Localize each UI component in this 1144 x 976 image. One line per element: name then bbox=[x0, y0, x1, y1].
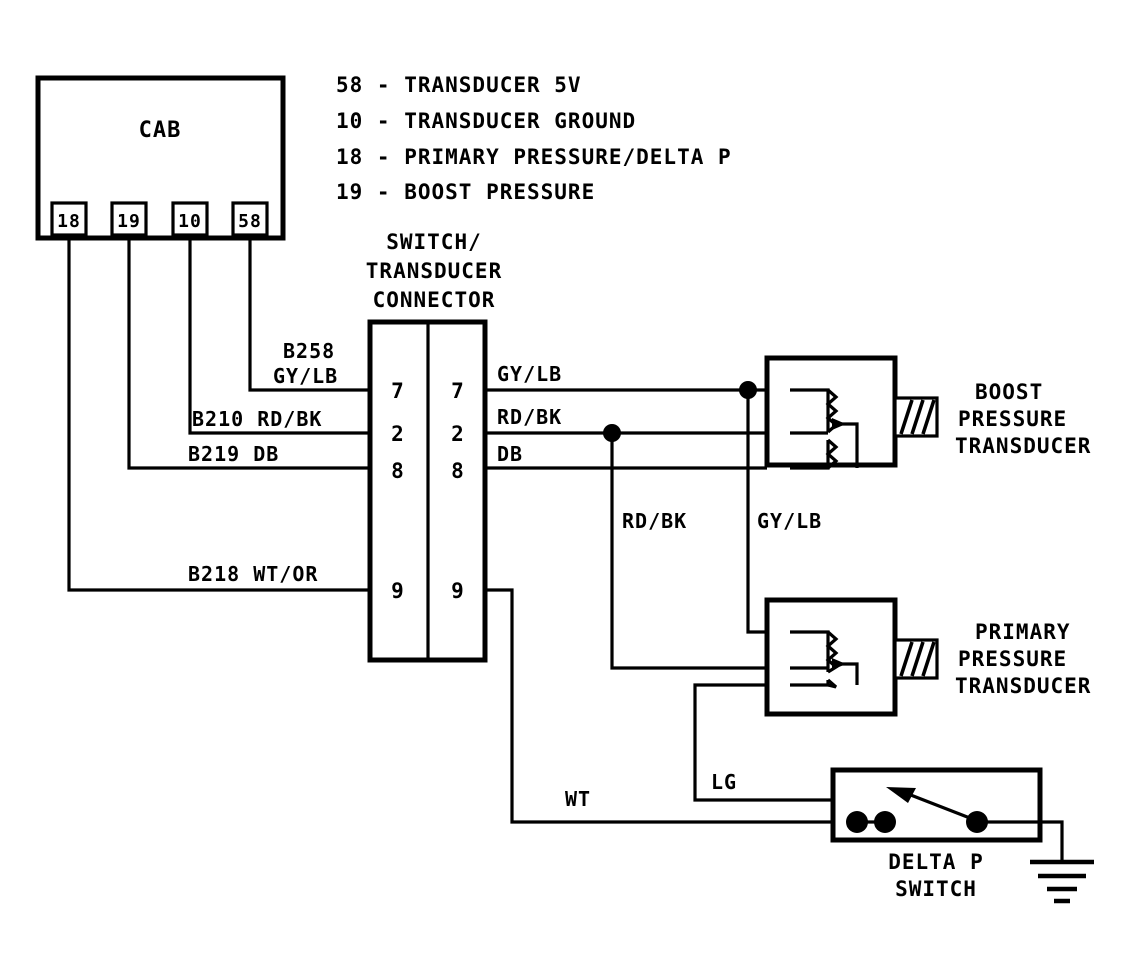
boost-transducer-label-2: PRESSURE bbox=[958, 407, 1067, 431]
wire-label-drop-gylb: GY/LB bbox=[757, 509, 822, 533]
legend-line-4: 19 - BOOST PRESSURE bbox=[336, 180, 595, 204]
cab-pin-label-58: 58 bbox=[238, 211, 262, 232]
delta-p-switch-label-1: DELTA P bbox=[888, 850, 984, 874]
cab-pin-label-10: 10 bbox=[178, 211, 202, 232]
primary-pressure-transducer: PRIMARY PRESSURE TRANSDUCER bbox=[764, 597, 1091, 717]
junction-dot-gylb bbox=[739, 381, 757, 399]
wire-label-b258: B258 bbox=[283, 339, 335, 363]
primary-transducer-label-2: PRESSURE bbox=[958, 647, 1067, 671]
connector-right-pin-7: 7 bbox=[451, 379, 465, 403]
wire-b219-db bbox=[127, 238, 370, 470]
connector-title-line-3: CONNECTOR bbox=[373, 288, 496, 312]
cab-pin-label-18: 18 bbox=[57, 211, 81, 232]
boost-port-hatch-1 bbox=[899, 399, 914, 435]
boost-pressure-transducer: BOOST PRESSURE TRANSDUCER bbox=[764, 355, 1091, 470]
cab-module: CAB 18 19 10 58 bbox=[35, 75, 286, 241]
connector-right-pin-8: 8 bbox=[451, 459, 465, 483]
switch-blade-arrow bbox=[886, 787, 916, 803]
boost-wiper-arrow bbox=[832, 418, 846, 430]
connector-right-pin-2: 2 bbox=[451, 422, 465, 446]
wire-wt-to-switch bbox=[485, 588, 833, 824]
connector-title-line-2: TRANSDUCER bbox=[366, 259, 502, 283]
wire-b258-gylb bbox=[248, 238, 370, 392]
delta-p-switch: DELTA P SWITCH bbox=[830, 767, 1064, 901]
legend-line-1: 58 - TRANSDUCER 5V bbox=[336, 73, 582, 97]
boost-transducer-label-1: BOOST bbox=[975, 380, 1043, 404]
wire-label-rdbk-out: RD/BK bbox=[497, 405, 562, 429]
legend-line-2: 10 - TRANSDUCER GROUND bbox=[336, 109, 636, 133]
wire-label-b218: B218 WT/OR bbox=[188, 562, 318, 586]
cab-label: CAB bbox=[139, 118, 182, 143]
legend-line-3: 18 - PRIMARY PRESSURE/DELTA P bbox=[336, 145, 732, 169]
ground-symbol bbox=[1030, 859, 1094, 904]
connector-left-pin-9: 9 bbox=[391, 579, 405, 603]
connector-left-pin-2: 2 bbox=[391, 422, 405, 446]
wire-drop-gylb bbox=[746, 390, 767, 634]
connector-right-pin-9: 9 bbox=[451, 579, 465, 603]
cab-pin-cell-58 bbox=[231, 201, 269, 237]
boost-resistor-zigzag-lower bbox=[825, 438, 839, 470]
cab-pin-cell-18 bbox=[50, 201, 88, 237]
cab-pin-label-19: 19 bbox=[117, 211, 141, 232]
boost-port-hatch-3 bbox=[921, 399, 936, 435]
primary-transducer-label-3: TRANSDUCER bbox=[955, 674, 1091, 698]
wire-label-db-out: DB bbox=[497, 442, 523, 466]
wire-switch-to-ground bbox=[977, 820, 1064, 862]
primary-port-hatch-2 bbox=[910, 641, 925, 677]
legend-block: 58 - TRANSDUCER 5V 10 - TRANSDUCER GROUN… bbox=[336, 73, 732, 204]
connector-left-pin-7: 7 bbox=[391, 379, 405, 403]
junction-dot-rdbk bbox=[603, 424, 621, 442]
cab-pin-cell-10 bbox=[171, 201, 209, 237]
cab-pin-cell-19 bbox=[110, 201, 148, 237]
wire-label-b210: B210 RD/BK bbox=[192, 407, 322, 431]
wire-label-lg: LG bbox=[711, 770, 737, 794]
delta-p-switch-label-2: SWITCH bbox=[895, 877, 977, 901]
wire-label-b219: B219 DB bbox=[188, 442, 279, 466]
switch-blade bbox=[902, 790, 976, 822]
wire-drop-rdbk bbox=[610, 433, 767, 670]
boost-transducer-label-3: TRANSDUCER bbox=[955, 434, 1091, 458]
switch-contact-2 bbox=[874, 811, 896, 833]
switch-transducer-connector: SWITCH/ TRANSDUCER CONNECTOR 7 2 8 9 7 2… bbox=[366, 230, 502, 663]
boost-port-hatch-2 bbox=[910, 399, 925, 435]
primary-resistor-zigzag-lower bbox=[826, 678, 838, 689]
primary-port-hatch-3 bbox=[921, 641, 936, 677]
primary-transducer-label-1: PRIMARY bbox=[975, 620, 1071, 644]
wire-b210-rdbk bbox=[188, 238, 370, 435]
wire-b218-wtor bbox=[67, 238, 370, 592]
wire-label-gylb-out: GY/LB bbox=[497, 362, 562, 386]
primary-wiper-arrow bbox=[832, 658, 846, 670]
primary-port-hatch-1 bbox=[899, 641, 914, 677]
connector-title-line-1: SWITCH/ bbox=[386, 230, 482, 254]
connector-left-pin-8: 8 bbox=[391, 459, 405, 483]
wire-label-drop-rdbk: RD/BK bbox=[622, 509, 687, 533]
switch-contact-1 bbox=[846, 811, 868, 833]
wire-label-gylb-cab: GY/LB bbox=[273, 364, 338, 388]
wire-label-wt: WT bbox=[565, 787, 591, 811]
boost-transducer-body bbox=[764, 355, 898, 468]
